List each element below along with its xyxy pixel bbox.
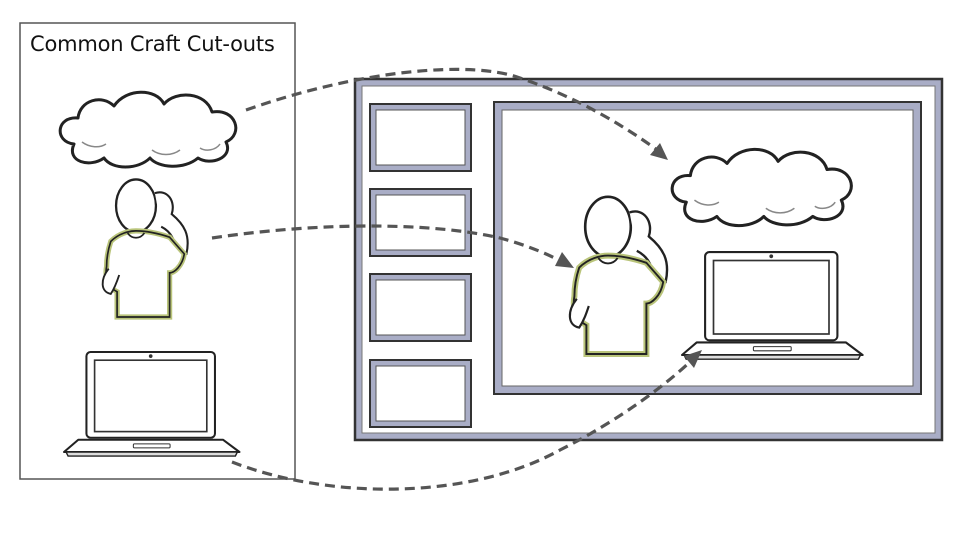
slide-thumbnails [369, 103, 472, 428]
arrow-person [211, 224, 567, 266]
arrow-cloud [245, 67, 661, 154]
slide-thumbnail[interactable] [369, 188, 472, 257]
slide-thumbnail[interactable] [369, 103, 472, 172]
placed-laptop-icon[interactable] [680, 251, 864, 361]
arrow-laptop [231, 354, 698, 491]
slide-thumbnail[interactable] [369, 359, 472, 428]
arrowheads [555, 143, 702, 368]
panel-title: Common Craft Cut-outs [30, 32, 275, 56]
drag-arrows [211, 67, 698, 491]
slide-thumbnail[interactable] [369, 273, 472, 342]
laptop-icon[interactable] [62, 351, 241, 458]
